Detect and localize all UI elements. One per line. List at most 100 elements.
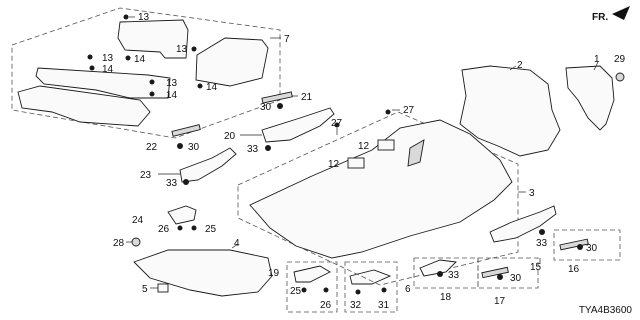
callout-32: 32 — [350, 300, 362, 311]
small-cover-plate — [167, 205, 197, 225]
arrow-icon — [612, 6, 630, 20]
floor-under-cover — [133, 249, 273, 297]
clip-marker — [277, 103, 283, 109]
rear-floor-mat — [35, 67, 171, 99]
small-plug — [157, 283, 169, 293]
callout-30c: 30 — [586, 243, 598, 254]
part-6-box — [344, 261, 398, 313]
sill-trim-strip-center — [481, 266, 509, 279]
callout-21: 21 — [301, 92, 313, 103]
callout-15: 15 — [530, 262, 542, 273]
front-right-floor-mat — [195, 37, 269, 87]
callout-29: 29 — [614, 54, 626, 65]
sill-trim-strip-right — [559, 238, 589, 251]
part-19-box — [286, 261, 338, 313]
callout-33b: 33 — [166, 178, 178, 189]
clip-marker — [437, 271, 443, 277]
insulator-clip — [615, 72, 625, 82]
callout-25b: 25 — [290, 286, 302, 297]
carpet-grommet-plate — [347, 157, 365, 169]
clip-marker — [381, 287, 387, 293]
callout-14d: 14 — [166, 90, 178, 101]
leader-line-1 — [593, 61, 599, 71]
callout-22: 22 — [146, 142, 158, 153]
callout-31: 31 — [378, 300, 390, 311]
clip-marker — [301, 287, 307, 293]
callout-33a: 33 — [247, 144, 259, 155]
floor-mat-group-outline — [11, 7, 281, 139]
callout-13c: 13 — [102, 53, 114, 64]
callout-27b: 27 — [403, 105, 415, 116]
clip-marker — [87, 54, 93, 60]
callout-14c: 14 — [102, 64, 114, 75]
front-sill-trim-strip — [171, 124, 201, 137]
callout-7: 7 — [284, 34, 290, 45]
clip-marker — [385, 109, 391, 115]
part-17-box — [477, 257, 539, 289]
clip-marker — [89, 65, 95, 71]
carpet-grommet-plate — [377, 139, 395, 151]
callout-33c: 33 — [536, 238, 548, 249]
clip-marker — [123, 14, 129, 20]
floor-carpet-outline — [237, 111, 519, 286]
side-trim-bracket-right — [489, 205, 557, 243]
part-16-box — [553, 229, 621, 261]
callout-6: 6 — [405, 284, 411, 295]
callout-20: 20 — [224, 131, 236, 142]
clip-marker — [149, 91, 155, 97]
clip-marker — [191, 46, 197, 52]
dashboard-insulator-inner — [565, 65, 615, 131]
callout-28: 28 — [113, 238, 125, 249]
callout-12b: 12 — [358, 141, 370, 152]
clip-marker — [539, 229, 545, 235]
dashboard-insulator-outer — [459, 65, 561, 157]
carpet-heel-pad — [407, 139, 425, 167]
main-floor-carpet — [249, 119, 513, 259]
callout-26a: 26 — [158, 224, 170, 235]
bracket-19 — [293, 265, 331, 283]
callout-16: 16 — [568, 264, 580, 275]
callout-17: 17 — [494, 296, 506, 307]
clip-marker — [191, 225, 197, 231]
callout-19: 19 — [268, 268, 280, 279]
leader-line-4 — [231, 243, 239, 249]
callout-4: 4 — [234, 238, 240, 249]
leader-line-2 — [509, 65, 517, 71]
bracket-18 — [419, 259, 457, 277]
callout-27a: 27 — [331, 118, 343, 129]
callout-14b: 14 — [206, 82, 218, 93]
clip-marker — [197, 83, 203, 89]
callout-1: 1 — [594, 54, 600, 65]
clip-marker — [149, 79, 155, 85]
callout-5: 5 — [142, 284, 148, 295]
front-side-trim-bracket — [179, 147, 237, 183]
front-left-floor-mat — [117, 19, 189, 59]
front-direction-indicator: FR. — [592, 6, 630, 23]
sill-trim-strip — [261, 91, 293, 104]
grommet — [131, 237, 141, 247]
clip-marker — [323, 287, 329, 293]
callout-33d: 33 — [448, 270, 460, 281]
callout-30b: 30 — [188, 142, 200, 153]
callout-23: 23 — [140, 170, 152, 181]
clip-marker — [334, 122, 340, 128]
callout-24: 24 — [132, 215, 144, 226]
callout-3: 3 — [529, 188, 535, 199]
callout-26b: 26 — [320, 300, 332, 311]
third-row-floor-mat — [17, 85, 151, 127]
clip-marker — [177, 143, 183, 149]
callout-25a: 25 — [205, 224, 217, 235]
side-trim-bracket-left — [261, 107, 335, 143]
direction-label: FR. — [592, 12, 608, 23]
clip-marker — [355, 289, 361, 295]
clip-marker — [497, 274, 503, 280]
clip-marker — [265, 145, 271, 151]
callout-12a: 12 — [328, 159, 340, 170]
clip-marker — [177, 225, 183, 231]
bracket-6 — [349, 269, 392, 285]
diagram-code: TYA4B3600 — [578, 305, 632, 316]
callout-30a: 30 — [260, 102, 272, 113]
callout-13d: 13 — [166, 78, 178, 89]
callout-2: 2 — [517, 60, 523, 71]
